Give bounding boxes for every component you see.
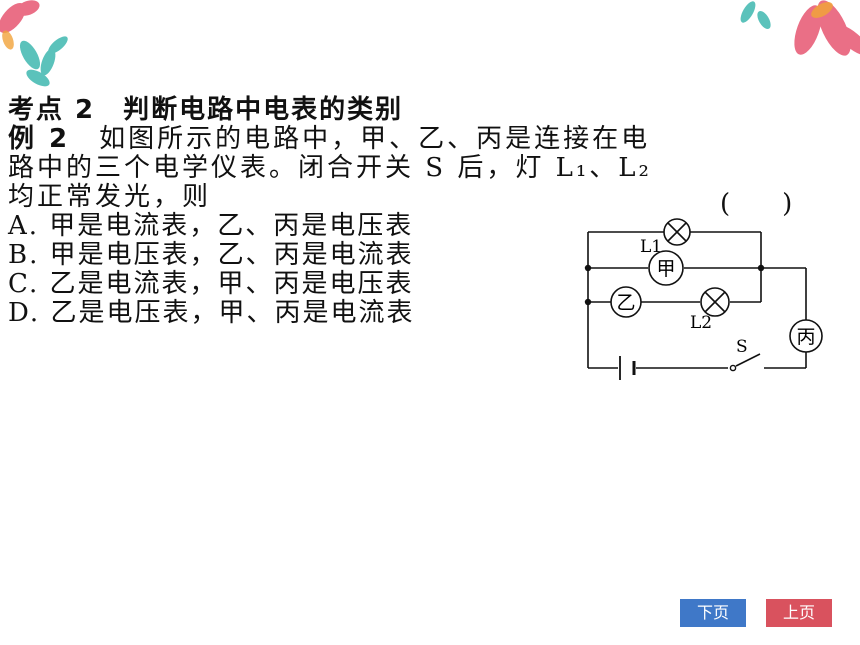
leaf-decoration-top-right	[740, 0, 860, 56]
example-label: 例 2	[8, 124, 71, 154]
meter-yi-icon	[610, 286, 642, 318]
answer-bracket: ( )	[720, 189, 793, 219]
section-heading: 考点 2 判断电路中电表的类别	[8, 95, 404, 125]
example-text-1: 如图所示的电路中，甲、乙、丙是连接在电	[99, 124, 651, 154]
prev-page-button[interactable]: 上页	[766, 599, 832, 627]
lamp-l2-icon	[700, 287, 730, 317]
option-c: C. 乙是电流表，甲、丙是电压表	[8, 269, 414, 299]
lamp-l2-label: L2	[690, 313, 712, 333]
example-line-1: 例 2 如图所示的电路中，甲、乙、丙是连接在电	[8, 125, 828, 154]
option-d: D. 乙是电压表，甲、丙是电流表	[8, 298, 415, 328]
leaf-decoration-top-left	[0, 0, 68, 87]
meter-jia-label: 甲	[656, 258, 675, 280]
switch-label: S	[736, 337, 748, 357]
next-page-button[interactable]: 下页	[680, 599, 746, 627]
meter-bing-label: 丙	[796, 326, 815, 348]
lamp-l1-label: L1	[640, 237, 662, 257]
example-text-3: 均正常发光，则	[8, 182, 212, 212]
meter-jia-icon	[648, 250, 684, 286]
example-text-2: 路中的三个电学仪表。闭合开关 S 后，灯 L₁、L₂	[8, 153, 652, 183]
question-block: 考点 2 判断电路中电表的类别 例 2 如图所示的电路中，甲、乙、丙是连接在电 …	[8, 95, 828, 220]
circuit-diagram: 甲 乙 丙 L1 L2 S	[584, 218, 823, 380]
option-b: B. 甲是电压表，乙、丙是电流表	[8, 240, 414, 270]
lamp-l1-icon	[663, 218, 691, 246]
meter-yi-label: 乙	[616, 292, 635, 314]
options-list: A. 甲是电流表，乙、丙是电压表 B. 甲是电压表，乙、丙是电流表 C. 乙是电…	[8, 212, 414, 328]
meter-bing-icon	[789, 319, 823, 353]
option-a: A. 甲是电流表，乙、丙是电压表	[8, 211, 414, 241]
